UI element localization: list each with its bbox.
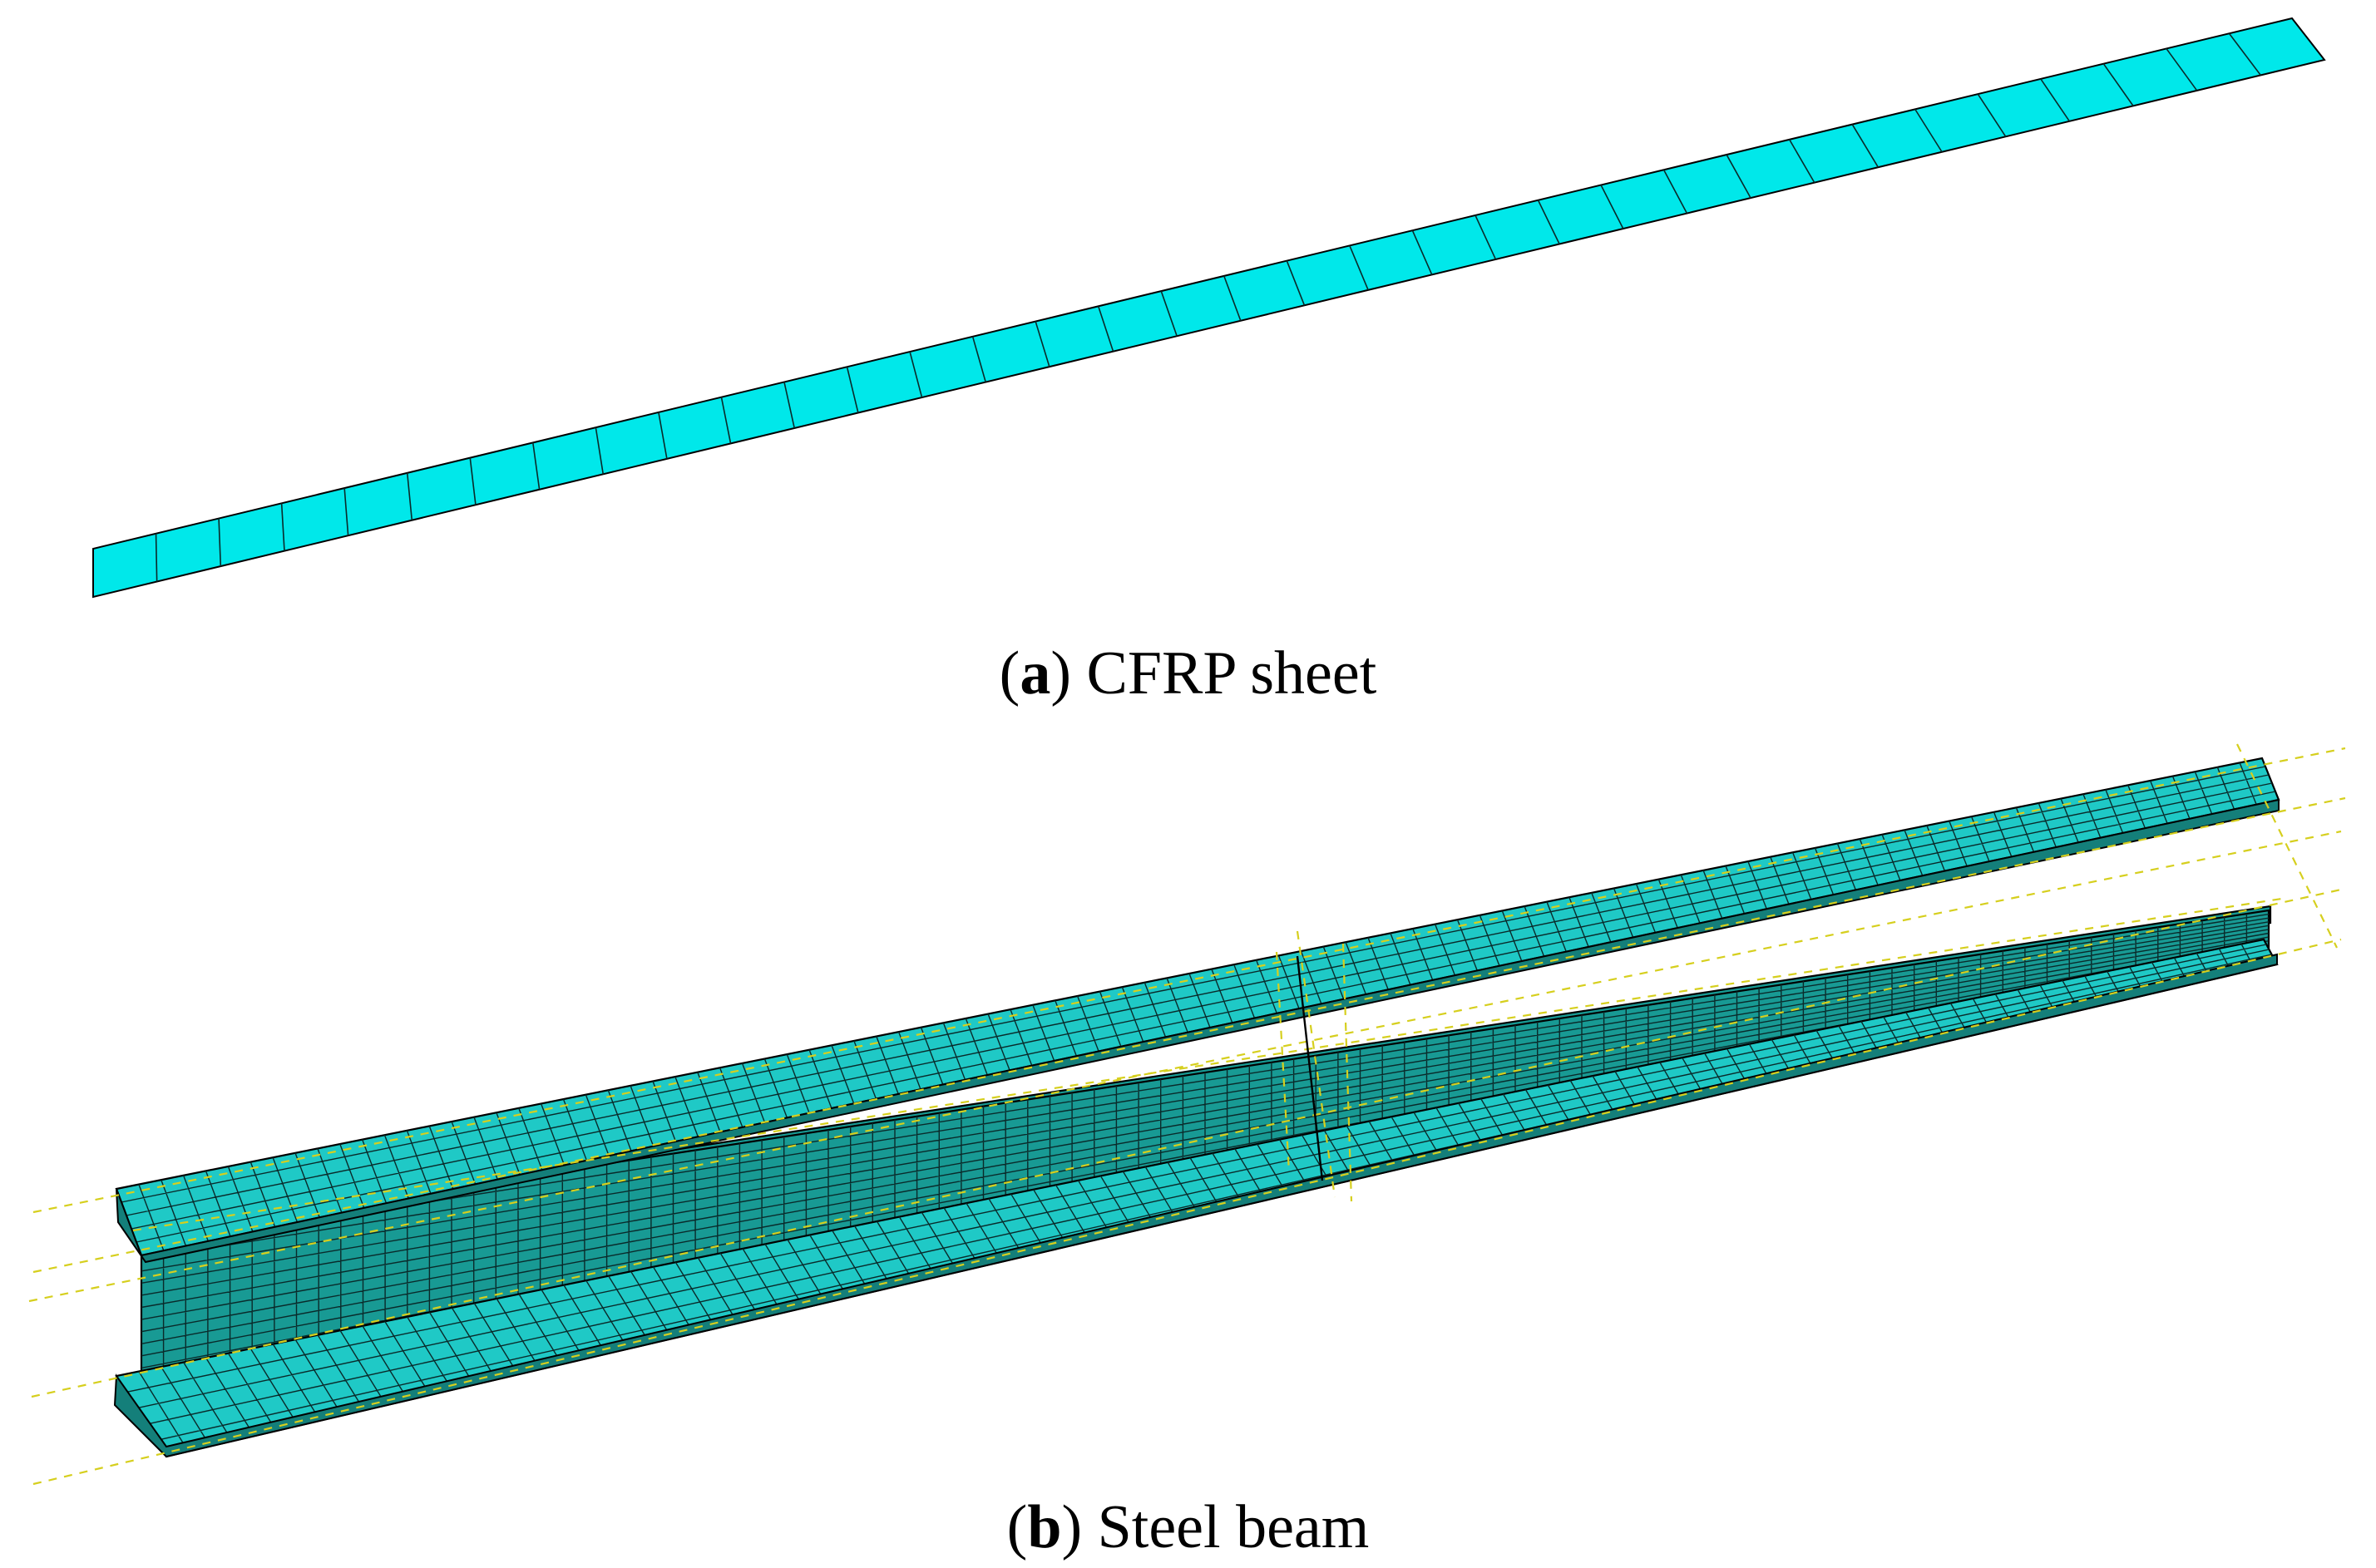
- cfrp-mesh-line: [2166, 47, 2198, 91]
- partition-guide-line: [32, 938, 2342, 1486]
- partition-guide-line: [28, 830, 2342, 1303]
- cfrp-mesh-line: [720, 397, 732, 444]
- caption-text-b: Steel beam: [1097, 1493, 1370, 1561]
- cfrp-mesh-line: [280, 503, 285, 551]
- caption-cfrp-sheet: (a) CFRP sheet: [999, 639, 1377, 708]
- panel-letter-b: b: [1027, 1493, 1062, 1561]
- caption-text-a: CFRP sheet: [1086, 639, 1377, 708]
- partition-guide-line: [1296, 930, 1336, 1198]
- cfrp-mesh-line: [783, 382, 796, 429]
- cfrp-mesh-line: [1097, 306, 1114, 352]
- cfrp-mesh-line: [1035, 321, 1050, 367]
- cfrp-mesh-line: [595, 427, 605, 475]
- partition-guide-line: [1275, 951, 1291, 1173]
- steel-beam-mesh: [28, 743, 2346, 1486]
- cfrp-mesh-line: [343, 488, 349, 536]
- cfrp-mesh-line: [1349, 245, 1369, 291]
- cfrp-mesh-line: [406, 472, 413, 520]
- midspan-seam-line: [1296, 955, 1324, 1181]
- beam-bottom-flange-edge: [113, 953, 2278, 1458]
- beam-web-mesh-grid: [141, 913, 2270, 1376]
- cfrp-mesh-line: [1286, 260, 1306, 306]
- partition-guide-line: [32, 747, 2346, 1214]
- cfrp-mesh-line: [2228, 32, 2261, 76]
- beam-top-flange-mesh-grid: [121, 762, 2276, 1251]
- cfrp-mesh-line: [155, 533, 158, 582]
- cfrp-mesh-line: [469, 457, 477, 505]
- cfrp-mesh-line: [1411, 229, 1433, 275]
- cfrp-mesh-line: [971, 336, 986, 382]
- cfrp-mesh-line: [1600, 185, 1624, 229]
- panel-letter-a: a: [1020, 639, 1051, 708]
- cfrp-mesh-line: [1475, 214, 1497, 260]
- cfrp-mesh-line: [1662, 169, 1688, 214]
- cfrp-mesh-line: [909, 351, 923, 398]
- caption-steel-beam: (b) Steel beam: [1006, 1493, 1370, 1561]
- cfrp-mesh-line: [846, 367, 859, 413]
- cfrp-sheet-mesh: [92, 17, 2326, 599]
- partition-guide-line: [1341, 943, 1353, 1202]
- partition-guide-line: [2236, 743, 2338, 949]
- cfrp-mesh-line: [1160, 290, 1178, 337]
- beam-bottom-flange-mesh-grid: [126, 944, 2275, 1452]
- beam-top-flange-edge: [116, 798, 2280, 1264]
- cfrp-mesh-line: [1537, 200, 1560, 244]
- cfrp-mesh-line: [1223, 275, 1242, 322]
- cfrp-mesh-line: [218, 518, 222, 567]
- cfrp-mesh-line: [2040, 78, 2071, 122]
- cfrp-mesh-line: [532, 442, 541, 490]
- cfrp-mesh-line: [658, 412, 668, 460]
- cfrp-mesh-line: [1914, 108, 1943, 153]
- cfrp-mesh-line: [2102, 63, 2134, 106]
- cfrp-mesh-line: [1726, 154, 1751, 199]
- cfrp-mesh-line: [1788, 139, 1815, 184]
- cfrp-mesh-line: [1851, 124, 1880, 168]
- partition-guide-line: [32, 796, 2346, 1274]
- cfrp-mesh-line: [1977, 93, 2007, 137]
- cfrp-sheet-outline: [92, 17, 2326, 599]
